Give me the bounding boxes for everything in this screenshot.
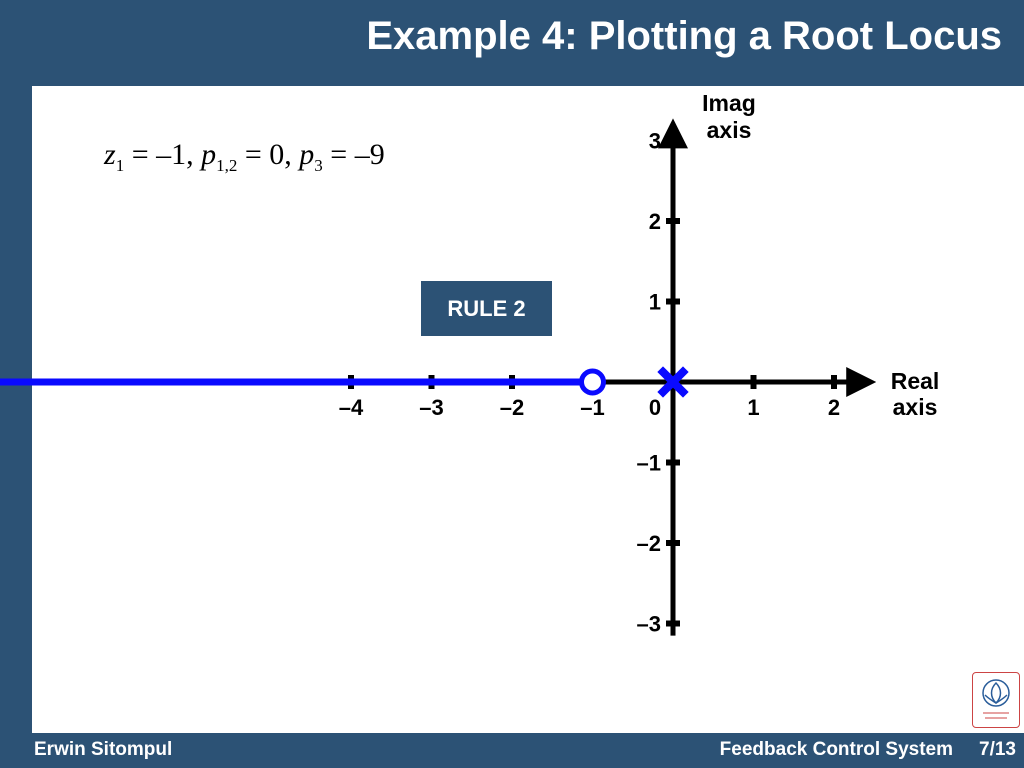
p3-value: = –9 [330,138,385,171]
footer-author: Erwin Sitompul [34,739,173,760]
y-tick-label: 2 [649,209,661,234]
x-tick-label: –1 [580,395,604,420]
y-tick-label: –3 [637,612,661,637]
footer-info: Feedback Control System 7/13 [720,739,1016,761]
p3-subscript: 3 [314,156,323,175]
pole-zero-formula: z1 = –1, p1,2 = 0, p3 = –9 [104,138,385,176]
y-tick-label: –1 [637,451,661,476]
zero-marker [579,368,606,396]
p12-value: = 0, [244,138,292,171]
rule-2-badge: RULE 2 [421,281,552,336]
x-tick-label: 0 [649,395,661,420]
footer-course: Feedback Control System [719,739,954,760]
x-tick-label: –3 [419,395,443,420]
x-tick-label: 2 [828,395,840,420]
slide-content [32,86,1024,733]
poles [657,366,689,398]
z-subscript: 1 [115,156,125,175]
z-value: = –1, [131,138,194,171]
slide-title: Example 4: Plotting a Root Locus [366,14,1002,58]
imag-axis-ticks: 3 2 1 –1 –2 –3 [637,129,680,637]
p12-subscript: 1,2 [216,156,238,175]
imag-axis-label-line1: Imag [702,90,756,116]
university-logo [972,672,1020,728]
footer-page-number: 7/13 [979,739,1016,760]
real-axis-label-line1: Real [891,368,940,394]
y-tick-label: 1 [649,290,661,315]
zeros [579,368,606,396]
real-axis-label-line2: axis [893,394,938,420]
x-tick-label: –2 [500,395,524,420]
p12-symbol: p [201,138,217,171]
x-tick-label: –4 [339,395,364,420]
x-tick-label: 1 [747,395,759,420]
y-tick-label: 3 [649,129,661,154]
pole-marker [657,366,689,398]
z-symbol: z [104,138,116,171]
p3-symbol: p [299,138,315,171]
imag-axis-label-line2: axis [707,117,752,143]
y-tick-label: –2 [637,531,661,556]
